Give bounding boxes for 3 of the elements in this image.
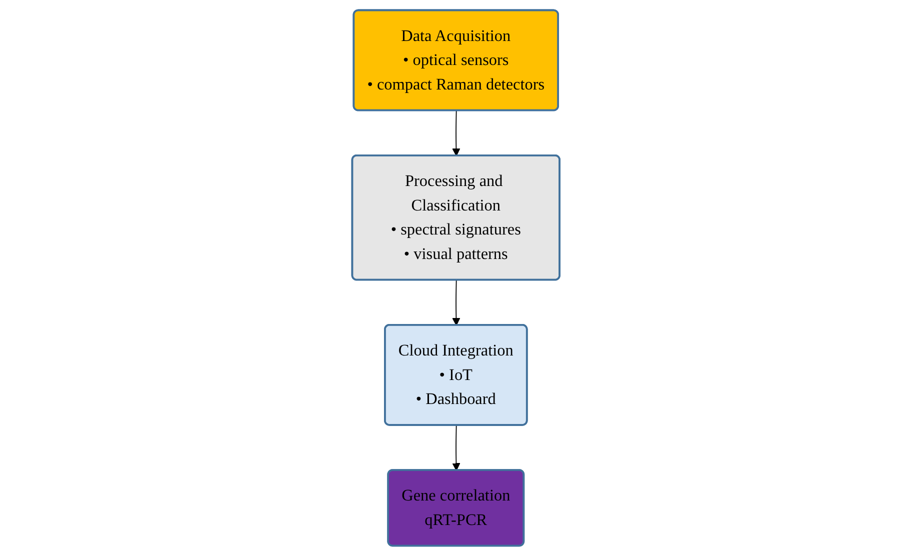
arrow <box>452 110 460 156</box>
arrow <box>452 280 460 326</box>
arrow <box>452 424 460 471</box>
